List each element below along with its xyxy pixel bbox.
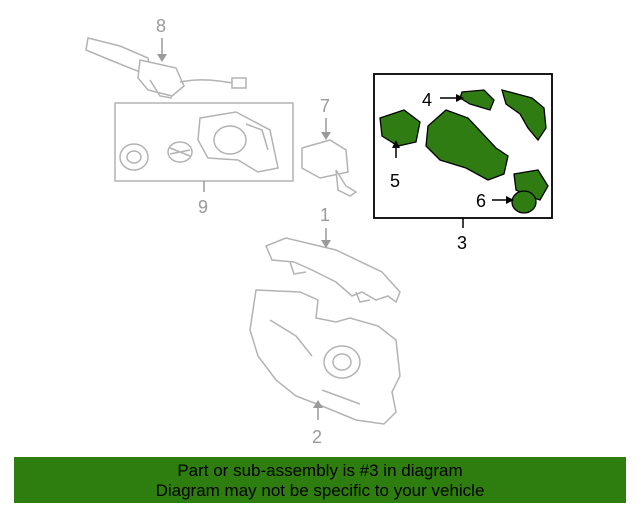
callout-3: 3 <box>457 233 468 253</box>
arrow-5 <box>392 140 400 148</box>
callout-5: 5 <box>390 171 401 191</box>
callout-2: 2 <box>312 427 323 447</box>
callout-1: 1 <box>320 205 331 225</box>
banner-background <box>14 457 626 503</box>
arrow-7 <box>321 132 331 140</box>
info-banner: Part or sub-assembly is #3 in diagram Di… <box>14 457 626 503</box>
part-1-upper-cover[interactable] <box>265 237 401 304</box>
callout-4: 4 <box>422 90 433 110</box>
callout-8: 8 <box>156 16 167 36</box>
arrow-2 <box>313 400 323 408</box>
arrow-8 <box>157 54 167 62</box>
callout-9: 9 <box>198 197 209 217</box>
arrow-6 <box>506 196 514 204</box>
banner-line-2: Diagram may not be specific to your vehi… <box>155 481 485 500</box>
keys-highlighted <box>501 89 547 142</box>
banner-line-1: Part or sub-assembly is #3 in diagram <box>177 461 463 480</box>
part-8-combination-switch[interactable] <box>85 37 247 99</box>
part-5-highlighted <box>379 109 421 147</box>
arrow-4 <box>456 94 464 102</box>
arrow-1 <box>321 240 331 248</box>
part-2-lower-cover[interactable] <box>249 289 401 425</box>
callout-6: 6 <box>476 191 487 211</box>
callout-7: 7 <box>320 96 331 116</box>
part-9-ignition-parts[interactable] <box>119 111 279 173</box>
part-3-lock-assembly[interactable] <box>379 89 549 214</box>
part-6-ring-highlighted <box>511 190 537 214</box>
lock-housing-highlighted <box>425 109 509 181</box>
part-7-key-cylinder[interactable] <box>301 139 358 197</box>
